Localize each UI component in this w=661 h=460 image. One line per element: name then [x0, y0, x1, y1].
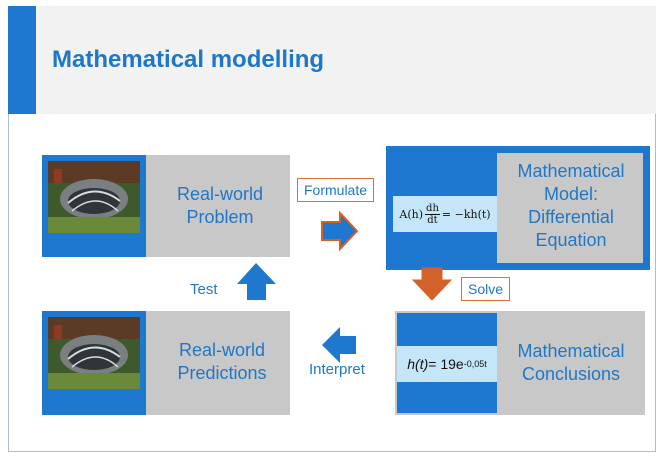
photo-predictions [42, 311, 146, 415]
eq-denominator: dt [427, 214, 438, 226]
title-accent [8, 6, 36, 114]
photo-problem [42, 155, 146, 257]
differential-equation: A(h) dh dt = −kh(t) [393, 196, 497, 232]
real-world-predictions-box: Real-world Predictions [42, 311, 290, 415]
eq-fraction: dh dt [425, 203, 440, 226]
model-label-1: Mathematical [517, 161, 625, 181]
eq-rhs: = −kh(t) [441, 207, 491, 221]
formulate-tag: Formulate [297, 178, 375, 202]
sol-exp: -0,05t [463, 359, 487, 369]
test-label: Test [190, 281, 218, 298]
sol-mid: = 19e [428, 356, 464, 372]
model-label-4: Equation [535, 230, 607, 250]
interpret-label: Interpret [309, 361, 365, 378]
conclusions-label: Mathematical Conclusions [517, 341, 625, 384]
model-label-2: Model: [543, 184, 599, 204]
eq-lhs: A(h) [399, 207, 424, 221]
solution-formula: h(t) = 19e-0,05t [397, 346, 497, 382]
slide-title: Mathematical modelling [52, 46, 325, 73]
model-label-3: Differential [528, 207, 614, 227]
landscape-photo-icon [48, 317, 140, 389]
solve-tag: Solve [461, 277, 511, 301]
real-world-predictions-label: Real-world Predictions [177, 340, 267, 383]
real-world-problem-box: Real-world Problem [42, 155, 290, 257]
eq-numerator: dh [425, 202, 440, 215]
real-world-problem-label: Real-world Problem [176, 184, 264, 227]
sol-lhs: h(t) [407, 356, 429, 372]
landscape-photo-icon [48, 161, 140, 233]
title-bar [8, 6, 656, 114]
